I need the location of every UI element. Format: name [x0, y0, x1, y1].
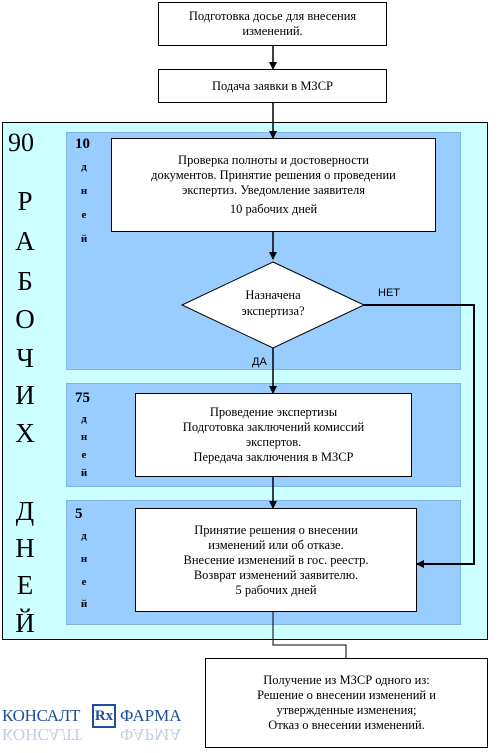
phase-5-days-number: 5: [75, 506, 83, 522]
phase-5-days-letter: е: [81, 576, 87, 588]
phase-75-days-letter: н: [80, 431, 88, 443]
logo-text-right: ФАРМА: [120, 706, 182, 725]
decision-yes-label: ДА: [252, 356, 267, 368]
phase-10-days-letter: е: [81, 209, 87, 221]
phase-10-days-number: 10: [75, 136, 90, 152]
phase-5-days-letter: й: [80, 598, 88, 610]
phase-10-days-letter: й: [80, 233, 88, 245]
side-letter: О: [15, 304, 35, 334]
decision-text: Назначена экспертиза?: [241, 288, 305, 318]
phase-75-days-number: 75: [75, 390, 90, 406]
side-letter: Е: [16, 570, 34, 600]
connector-step5-to-step6: [272, 612, 347, 658]
phase-5-days-letter: д: [81, 530, 87, 542]
side-letter: Х: [15, 418, 35, 448]
logo-text-left: КОНСАЛТ: [2, 706, 81, 725]
phase-10-days-letter: н: [80, 185, 88, 197]
side-letter: Д: [15, 496, 35, 526]
phase-10-days-letter: д: [81, 161, 87, 173]
side-letter: Й: [15, 608, 35, 638]
side-letter: А: [15, 226, 35, 256]
side-letter: И: [15, 380, 35, 410]
company-logo: КОНСАЛТ Rx ФАРМА КОНСАЛТ ФАРМА: [2, 704, 198, 750]
logo-reflection: КОНСАЛТ ФАРМА: [2, 726, 182, 744]
side-letter: Б: [17, 266, 33, 296]
side-letter: Ч: [16, 343, 34, 373]
total-days-number: 90: [8, 128, 34, 157]
phase-5-days-letter: н: [80, 553, 88, 565]
side-letter: Н: [15, 533, 35, 563]
phase-75-days-letter: д: [81, 413, 87, 425]
decision-no-label: НЕТ: [378, 287, 400, 299]
phase-75-days-letter: й: [80, 467, 88, 479]
arrow-decision-no: [364, 304, 475, 568]
side-letter: Р: [17, 186, 33, 216]
phase-75-days-letter: е: [81, 449, 87, 461]
logo-rx-mark: Rx: [92, 704, 116, 728]
step-submit-application: Подача заявки в МЗСР: [158, 69, 387, 103]
step-receive-result: Получение из МЗСР одного из:Решение о вн…: [205, 658, 488, 748]
